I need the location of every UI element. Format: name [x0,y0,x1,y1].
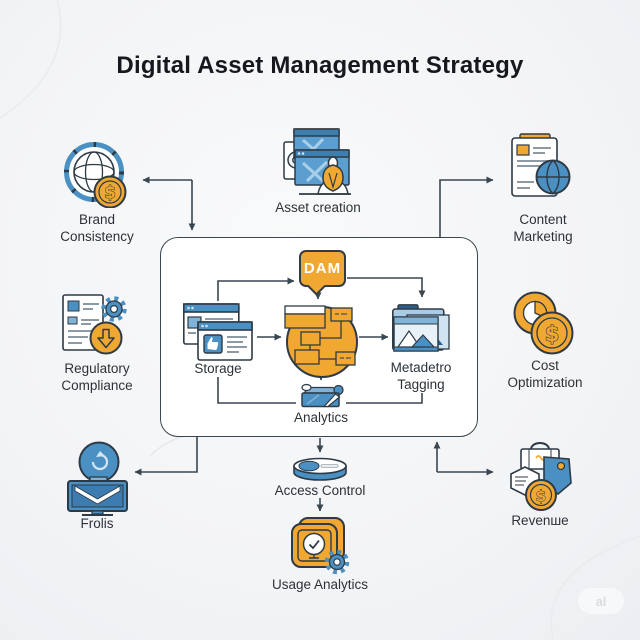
arrow-to-frolis [134,437,198,476]
access-control-text: Access Control [274,483,366,498]
dam-hub-node [283,302,359,380]
regulatory-line2: Compliance [61,378,133,393]
regulatory-line1: Regulatory [64,361,130,376]
dam-label: DAM [303,260,342,277]
media-windows-pen-icon [283,128,351,195]
asset-creation-node [281,127,353,197]
analytics-node [298,383,344,409]
dam-bubble: DAM [299,250,346,296]
page-title: Digital Asset Management Strategy [116,52,524,79]
sitemap-circle-icon [284,305,358,378]
usage-analytics-node [290,517,352,575]
watermark-badge: al [578,588,624,614]
brand-consistency-label: Brand Consistency [32,211,162,245]
svg-text:$: $ [104,183,116,203]
globe-dollar-icon: $ [64,142,127,209]
access-control-node [292,457,348,482]
analytics-label: Analytics [256,409,386,426]
regulatory-compliance-node [62,293,128,357]
analytics-text: Analytics [293,410,349,425]
cost-line1: Cost [531,358,559,373]
analytics-box-icon [301,383,344,408]
monitor-mail-icon [67,441,128,516]
revenue-text: Revenшe [511,513,569,528]
cost-optimization-node: $ [511,291,575,355]
frolis-text: Frolis [80,516,114,531]
content-marketing-label: Content Marketing [478,211,608,245]
frolis-label: Frolis [32,515,162,532]
coins-dollar-icon: $ [513,291,574,355]
storage-node [183,303,253,361]
regulatory-compliance-label: Regulatory Compliance [32,360,162,394]
metadata-line2: Tagging [397,377,445,392]
usage-analytics-label: Usage Analytics [255,576,385,593]
folder-gear-icon [291,517,350,575]
frolis-node [66,441,128,516]
revenue-label: Revenшe [475,512,605,529]
document-globe-icon [511,133,571,197]
asset-creation-label: Asset creation [253,199,383,216]
cost-line2: Optimization [507,375,583,390]
usage-analytics-text: Usage Analytics [271,577,369,592]
metadata-line1: Metadetro [390,360,452,375]
brand-consistency-node: $ [64,141,130,209]
toggle-pill-icon [293,457,347,481]
svg-text:$: $ [545,322,560,346]
content-line2: Marketing [513,229,573,244]
watermark-text: al [595,593,607,609]
photo-folder-icon [392,304,450,352]
metadata-tagging-node [392,304,450,356]
document-gear-download-icon [62,294,127,355]
storage-label: Storage [153,360,283,377]
storage-text: Storage [194,361,242,376]
content-marketing-node [510,132,574,204]
browser-windows-icon [183,303,253,361]
access-control-label: Access Control [255,482,385,499]
metadata-tagging-label: Metadetro Tagging [356,359,486,393]
brand-line2: Consistency [60,229,134,244]
content-line1: Content [519,212,567,227]
revenue-node: $ [508,441,574,511]
cost-optimization-label: Cost Optimization [480,357,610,391]
brand-line1: Brand [78,212,116,227]
bag-tag-coin-icon: $ [510,442,572,511]
svg-text:$: $ [536,487,546,505]
asset-creation-text: Asset creation [275,200,361,215]
